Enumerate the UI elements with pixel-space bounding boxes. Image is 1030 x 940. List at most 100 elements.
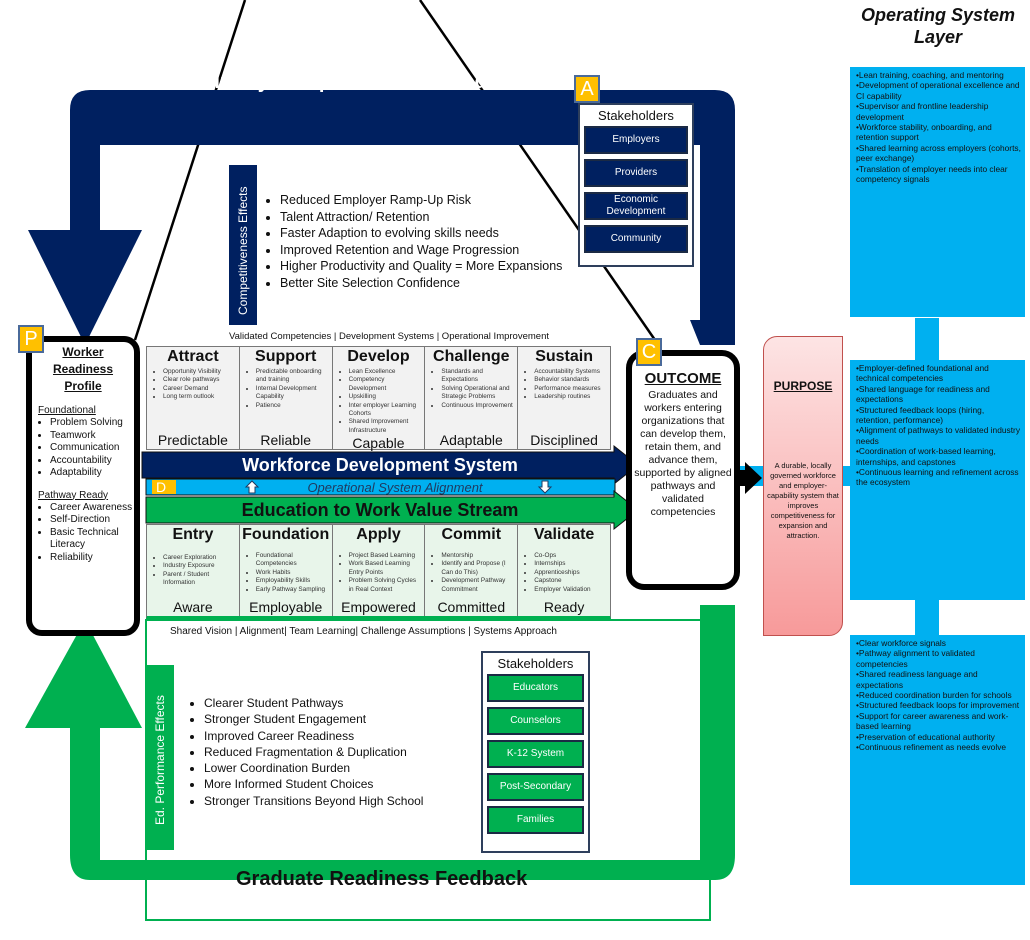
stakeholder-employers[interactable]: Employers	[584, 126, 688, 154]
ed-effect-item: More Informed Student Choices	[204, 776, 423, 792]
stage-item: Problem Solving Cycles in Real Context	[349, 577, 423, 594]
competitiveness-effect-item: Reduced Employer Ramp-Up Risk	[280, 192, 562, 209]
triangle-left-line	[133, 0, 247, 341]
outcome-box: OUTCOME Graduates and workers entering o…	[626, 350, 740, 590]
ed-effects-label-bar	[146, 665, 174, 850]
stage-item: Employability Skills	[256, 577, 330, 585]
stage-support: Support Predictable onboarding and train…	[240, 347, 333, 449]
ed-effects-list: Clearer Student Pathways Stronger Studen…	[186, 695, 423, 809]
badge-p: P	[18, 325, 44, 353]
stage-outcome: Empowered	[341, 599, 416, 615]
stage-item: Capstone	[534, 577, 608, 585]
stage-item: Development Pathway Commitment	[441, 577, 515, 594]
workforce-band-label: Workforce Development System	[242, 454, 518, 475]
stakeholder-economic-development[interactable]: Economic Development	[584, 192, 688, 220]
stakeholder-educators[interactable]: Educators	[487, 674, 584, 702]
stage-item: Predictable onboarding and training	[256, 368, 330, 385]
ed-effect-item: Reduced Fragmentation & Duplication	[204, 744, 423, 760]
competitiveness-effect-item: Better Site Selection Confidence	[280, 275, 562, 292]
ed-effect-item: Lower Coordination Burden	[204, 760, 423, 776]
operating-layer-title: Operating System Layer	[852, 4, 1024, 48]
pathway-ready-label: Pathway Ready	[38, 489, 109, 501]
ed-stakeholders-title: Stakeholders	[497, 656, 574, 671]
profile-item: Self-Direction	[50, 514, 134, 527]
operating-layer-item: •Lean training, coaching, and mentoring	[856, 70, 1004, 80]
operating-layer-item: •Shared learning across employers (cohor…	[856, 142, 1021, 164]
stakeholder-post-secondary[interactable]: Post-Secondary	[487, 773, 584, 801]
stakeholder-counselors[interactable]: Counselors	[487, 707, 584, 735]
stage-item: Upskilling	[349, 393, 423, 401]
stage-outcome: Adaptable	[439, 432, 503, 448]
pathway-ready-list: Career Awareness Self-Direction Basic Te…	[32, 502, 134, 565]
badge-a: A	[574, 75, 600, 103]
ed-tagline: Shared Vision | Alignment| Team Learning…	[170, 626, 557, 637]
stage-item: Opportunity Visibility	[163, 368, 237, 376]
stage-item: Leadership routines	[534, 393, 608, 401]
operating-layer-item: •Continuous refinement as needs evolve	[856, 742, 1007, 753]
stakeholder-community[interactable]: Community	[584, 225, 688, 253]
operating-layer-item: •Clear workforce signals	[856, 638, 946, 648]
outcome-title: OUTCOME	[644, 370, 722, 387]
operating-layer-item: •Support for career awareness and work-b…	[856, 710, 1009, 732]
stage-item: Work Habits	[256, 569, 330, 577]
ed-stakeholders-panel: Stakeholders Educators Counselors K-12 S…	[481, 651, 590, 853]
badge-d: D	[152, 480, 176, 494]
stage-foundation: Foundation Foundational CompetenciesWork…	[240, 525, 333, 616]
stage-outcome: Employable	[249, 599, 323, 615]
competitiveness-effect-item: Talent Attraction/ Retention	[280, 209, 562, 226]
stage-title: Validate	[533, 526, 595, 543]
operating-layer-item: •Structured feedback loops for improveme…	[856, 700, 1020, 711]
stage-outcome: Committed	[437, 599, 506, 615]
stage-title: Apply	[356, 526, 401, 543]
stage-item: Internships	[534, 560, 608, 568]
stage-item: Mentorship	[441, 552, 515, 560]
stage-item: Standards and Expectations	[441, 368, 515, 385]
stage-challenge: Challenge Standards and ExpectationsSolv…	[425, 347, 519, 449]
stage-item: Early Pathway Sampling	[256, 586, 330, 594]
operating-layer-item: •Structured feedback loops (hiring, rete…	[856, 404, 985, 426]
stage-title: Attract	[167, 348, 219, 365]
stage-develop: Develop Lean ExcellenceCompetency Develo…	[333, 347, 426, 451]
stage-item: Foundational Competencies	[256, 552, 330, 569]
outcome-to-purpose-arrow	[733, 462, 762, 494]
operating-layer-item: •Workforce stability, onboarding, and re…	[856, 122, 992, 143]
stage-title: Foundation	[242, 526, 330, 543]
ed-effects-label: Ed. Performance Effects	[153, 695, 167, 825]
purpose-text: A durable, locally governed workforce an…	[767, 461, 839, 540]
stage-item: Behavior standards	[534, 376, 608, 384]
ed-effect-item: Improved Career Readiness	[204, 728, 423, 744]
stage-title: Entry	[172, 526, 214, 543]
profile-item: Accountability	[50, 455, 134, 468]
stakeholder-k12-system[interactable]: K-12 System	[487, 740, 584, 768]
competitiveness-effect-item: Faster Adaption to evolving skills needs	[280, 225, 562, 242]
stage-title: Challenge	[433, 348, 510, 365]
profile-item: Adaptability	[50, 467, 134, 480]
stage-item: Work Based Learning Entry Points	[349, 560, 423, 577]
stage-outcome: Aware	[173, 599, 213, 615]
stage-item: Internal Development Capability	[256, 385, 330, 402]
operating-layer-title-line: Operating System	[860, 5, 1016, 25]
operating-layer-box-education: •Clear workforce signals •Pathway alignm…	[850, 635, 1025, 885]
stage-item: Identify and Propose (I Can do This)	[441, 560, 515, 577]
stage-item: Industry Exposure	[163, 562, 237, 570]
stage-item: Career Demand	[163, 385, 237, 393]
operating-layer-title-line: Layer	[913, 27, 963, 47]
stage-attract: Attract Opportunity VisibilityClear role…	[147, 347, 240, 449]
foundational-list: Problem Solving Teamwork Communication A…	[32, 417, 134, 480]
foundational-label: Foundational	[38, 405, 96, 416]
operating-layer-item: •Translation of employer needs into clea…	[856, 163, 1008, 185]
stage-title: Sustain	[535, 348, 593, 365]
stakeholder-families[interactable]: Families	[487, 806, 584, 834]
profile-item: Career Awareness	[50, 502, 134, 515]
ed-effect-item: Clearer Student Pathways	[204, 695, 423, 711]
operating-layer-item: •Continuous learning and refinement acro…	[856, 467, 1019, 488]
graduate-feedback-arrowhead	[25, 620, 142, 728]
profile-item: Teamwork	[50, 430, 134, 443]
profile-item: Problem Solving	[50, 417, 134, 430]
stakeholder-providers[interactable]: Providers	[584, 159, 688, 187]
operating-layer-item: •Coordination of work-based learning, in…	[856, 446, 996, 467]
purpose-title: PURPOSE	[773, 379, 833, 393]
purpose-box: PURPOSE A durable, locally governed work…	[763, 336, 843, 636]
badge-c: C	[636, 338, 662, 366]
